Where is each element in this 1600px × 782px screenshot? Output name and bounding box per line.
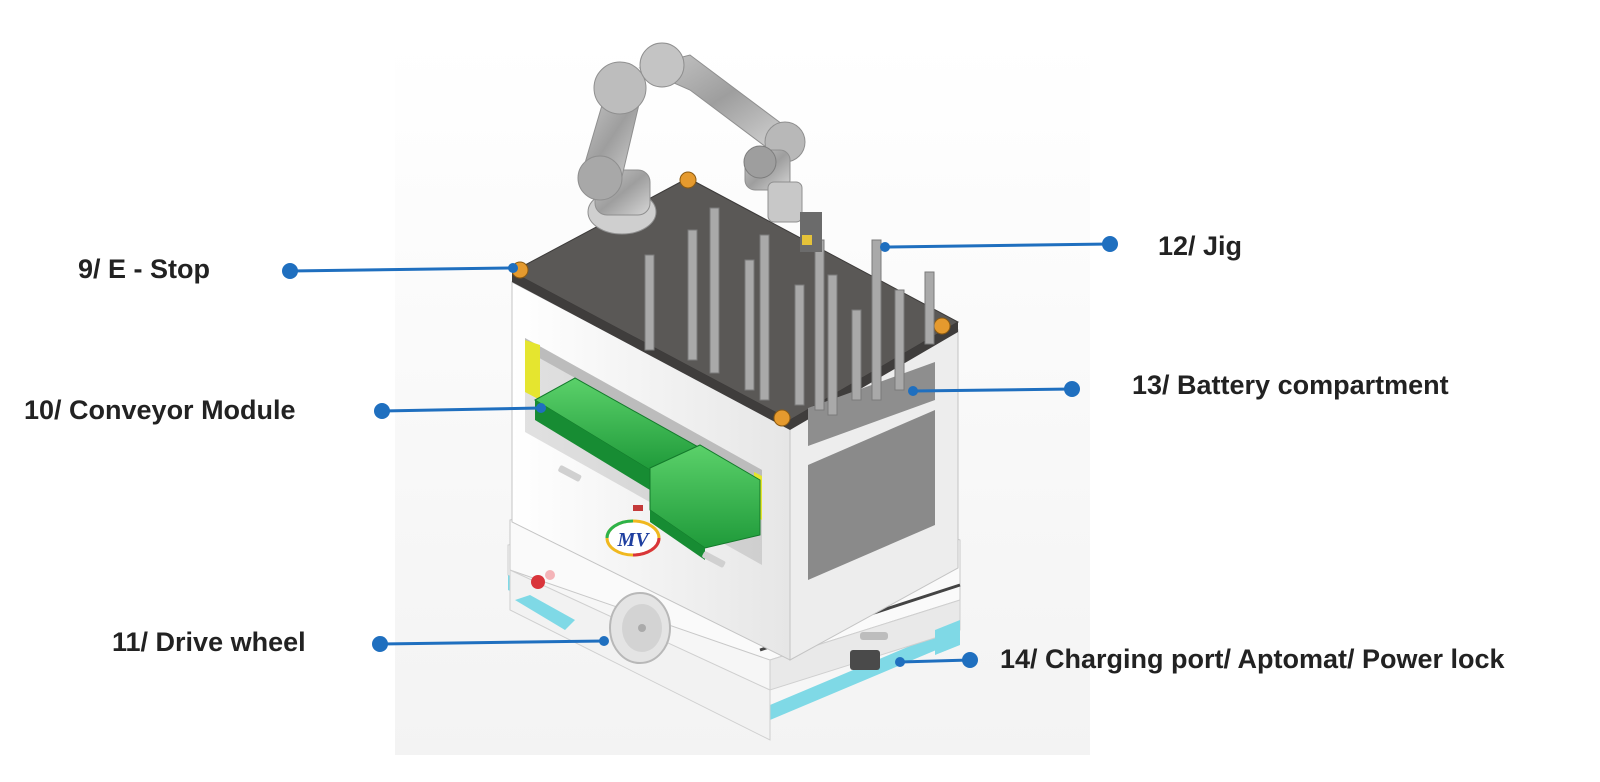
drive-wheel: [609, 592, 671, 664]
callout-dot-13: [1064, 381, 1080, 397]
callout-dot-12: [1102, 236, 1118, 252]
callout-label-battery-compartment: 13/ Battery compartment: [1132, 370, 1449, 400]
jig-fixtures: [644, 207, 935, 416]
callout-label-jig: 12/ Jig: [1158, 231, 1243, 261]
callout-label-conveyor-module: 10/ Conveyor Module: [24, 395, 296, 425]
charging-port: [850, 650, 880, 670]
robot-arm: [577, 42, 822, 252]
callout-dot-14: [962, 652, 978, 668]
callout-dot-11: [372, 636, 388, 652]
leader-lines: [282, 236, 1118, 668]
accent-strip-right: [770, 625, 960, 720]
indicator-light: [531, 575, 545, 589]
mv-logo-text: MV: [616, 529, 650, 551]
callout-label-charging-port: 14/ Charging port/ Aptomat/ Power lock: [1000, 644, 1505, 674]
callout-label-estop: 9/ E - Stop: [78, 254, 211, 284]
callout-dot-10: [374, 403, 390, 419]
callout-label-drive-wheel: 11/ Drive wheel: [112, 627, 306, 657]
mv-logo: MV: [605, 519, 661, 557]
callout-dot-9: [282, 263, 298, 279]
